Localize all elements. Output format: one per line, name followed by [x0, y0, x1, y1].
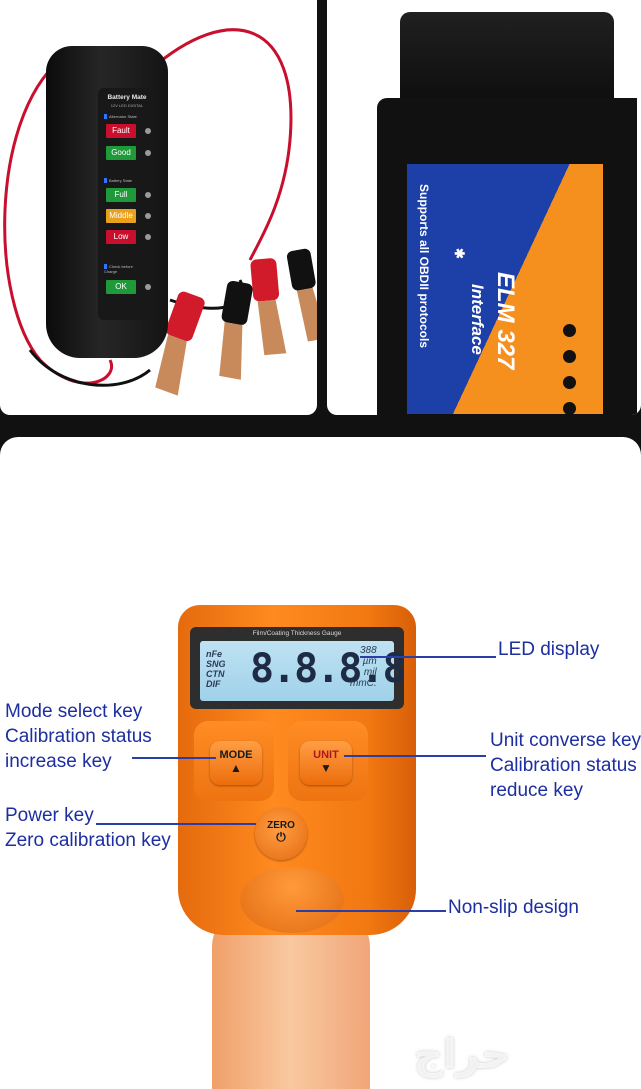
unit-key-pad: UNIT ▼	[288, 721, 368, 801]
led-low	[145, 234, 151, 240]
callout-line-power	[96, 823, 256, 825]
callout-line-mode	[132, 757, 216, 759]
indicator-good: Good	[106, 146, 136, 160]
tester-title: Battery Mate	[107, 94, 147, 101]
callout-non-slip: Non-slip design	[448, 897, 579, 918]
zero-key[interactable]: ZERO ⏻	[255, 808, 307, 860]
unit-key-label: UNIT	[313, 749, 339, 761]
lcd-unit-item: mil	[363, 667, 377, 678]
callout-line-text: increase key	[5, 751, 112, 772]
tester-subtitle: 12V LED DIGITAL	[110, 103, 144, 108]
bluetooth-icon: ✱	[452, 248, 467, 259]
lcd-digits: 8.8.8.8	[250, 646, 407, 692]
obd-adapter-image[interactable]: Supports all OBDII protocols ✱ ELM 327 I…	[327, 0, 641, 415]
led-fault	[145, 128, 151, 134]
callout-line-text: Zero calibration key	[5, 830, 171, 851]
obd-model: Interface	[468, 284, 487, 355]
lcd-mode-item: CTN	[206, 669, 225, 679]
triangle-down-icon: ▼	[320, 761, 332, 775]
tester-cables	[3, 28, 317, 396]
callout-line-text: reduce key	[490, 780, 583, 801]
lcd-units: 388 µm mil mmC.	[350, 645, 377, 689]
watermark-logo: حراج	[414, 1032, 511, 1078]
lcd-unit-item: µm	[362, 656, 377, 667]
indicator-low: Low	[106, 230, 136, 244]
status-led	[563, 402, 576, 415]
lcd-screen: nFe SNG CTN DIF 8.8.8.8 388 µm mil mmC.	[200, 641, 407, 701]
tester-face: Battery Mate 12V LED DIGITAL Alternator …	[98, 88, 156, 320]
callout-unit-key: Unit converse key Calibration status red…	[490, 728, 641, 803]
unit-key[interactable]: UNIT ▼	[300, 741, 352, 785]
section-battery: Battery State	[104, 178, 132, 183]
callout-line-unit	[344, 755, 486, 757]
obd-protocols-text: Supports all OBDII protocols	[417, 184, 431, 349]
callout-line-nonslip	[296, 910, 446, 912]
mode-key[interactable]: MODE ▲	[210, 741, 262, 785]
obd-plug	[400, 12, 614, 108]
battery-tester-image[interactable]: Battery Mate 12V LED DIGITAL Alternator …	[0, 0, 317, 415]
section-alternator: Alternator State	[104, 114, 137, 119]
tester-body: Battery Mate 12V LED DIGITAL Alternator …	[46, 46, 168, 358]
lcd-unit-item: mmC.	[350, 678, 377, 689]
lcd-mode-item: SNG	[206, 659, 226, 669]
thickness-gauge-image[interactable]: Film/Coating Thickness Gauge nFe SNG CTN…	[0, 437, 641, 1089]
lcd-unit-item: 388	[359, 645, 377, 656]
lcd-mode-list: nFe SNG CTN DIF	[206, 649, 226, 689]
gauge-body: Film/Coating Thickness Gauge nFe SNG CTN…	[178, 605, 416, 935]
indicator-ok: OK	[106, 280, 136, 294]
lcd-title: Film/Coating Thickness Gauge	[252, 630, 342, 637]
obd-body: Supports all OBDII protocols ✱ ELM 327 I…	[377, 98, 637, 415]
mode-key-pad: MODE ▲	[194, 721, 274, 801]
led-middle	[145, 213, 151, 219]
indicator-full: Full	[106, 188, 136, 202]
lcd-mode-item: nFe	[206, 649, 223, 659]
status-led	[563, 376, 576, 389]
led-full	[145, 192, 151, 198]
callout-line-led	[360, 656, 496, 658]
mode-key-label: MODE	[219, 749, 253, 761]
callout-line-text: Power key	[5, 805, 94, 826]
indicator-middle: Middle	[106, 209, 136, 223]
callout-line-text: Unit converse key	[490, 730, 641, 751]
obd-label: Supports all OBDII protocols ✱ ELM 327 I…	[407, 164, 603, 415]
indicator-fault: Fault	[106, 124, 136, 138]
triangle-up-icon: ▲	[230, 761, 242, 775]
obd-brand: ELM 327	[492, 272, 519, 370]
lcd-mode-item: DIF	[206, 679, 221, 689]
gauge-handle	[212, 907, 370, 1089]
status-led	[563, 350, 576, 363]
callout-line-text: Calibration status	[490, 755, 637, 776]
zero-key-label: ZERO	[267, 820, 295, 831]
power-icon: ⏻	[276, 830, 286, 844]
led-ok	[145, 284, 151, 290]
callout-line-text: Calibration status	[5, 726, 152, 747]
callout-mode-key: Mode select key Calibration status incre…	[5, 699, 152, 774]
callout-power-key: Power key Zero calibration key	[5, 803, 171, 853]
callout-line-text: Mode select key	[5, 701, 143, 722]
lcd-display: Film/Coating Thickness Gauge nFe SNG CTN…	[190, 627, 407, 709]
non-slip-grip	[240, 867, 344, 933]
section-check: Check before Charge	[104, 264, 144, 274]
callout-led-display: LED display	[498, 639, 600, 660]
led-good	[145, 150, 151, 156]
status-led	[563, 324, 576, 337]
